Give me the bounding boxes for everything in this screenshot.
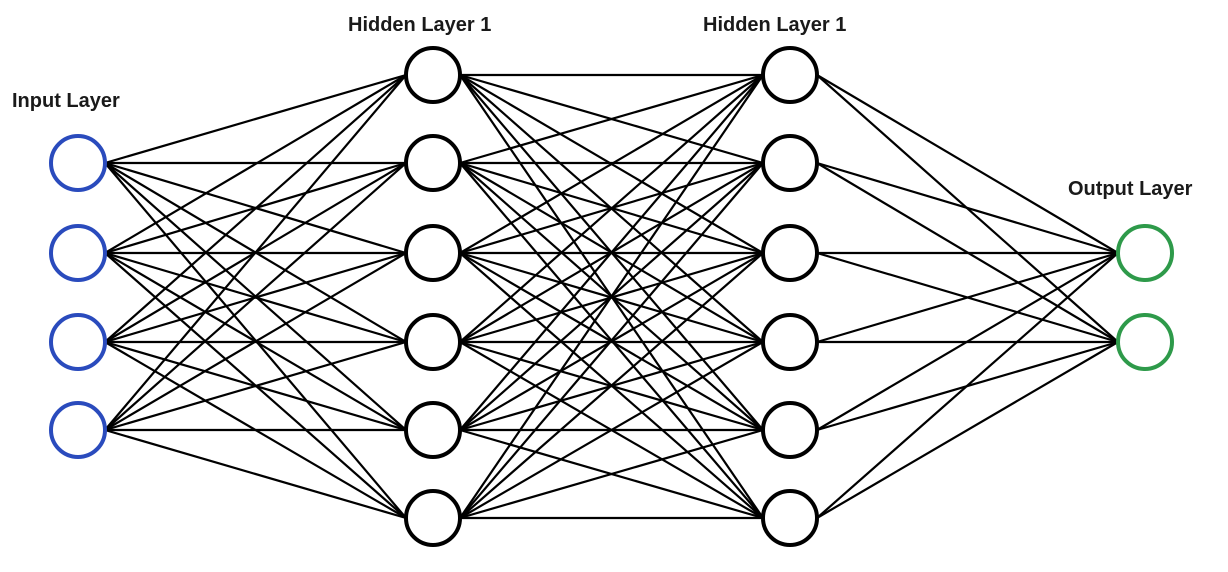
nodes-group [49, 46, 1174, 547]
connection-hidden2-5-to-output-1 [816, 252, 1119, 431]
hidden2-node-3 [761, 224, 819, 282]
connection-hidden2-2-to-output-1 [816, 161, 1119, 255]
hidden1-node-1 [404, 46, 462, 104]
hidden-layer-2-label: Hidden Layer 1 [703, 14, 847, 36]
connection-hidden2-6-to-output-1 [816, 252, 1119, 519]
output-node-2 [1116, 313, 1174, 371]
input-layer-label: Input Layer [12, 90, 120, 112]
output-layer-label: Output Layer [1068, 178, 1193, 200]
input-node-2 [49, 224, 107, 282]
hidden1-node-6 [404, 489, 462, 547]
hidden1-node-3 [404, 224, 462, 282]
connection-hidden1-6-to-hidden2-4 [459, 341, 764, 519]
input-node-4 [49, 401, 107, 459]
output-node-1 [1116, 224, 1174, 282]
connection-input-4-to-hidden1-3 [104, 252, 407, 431]
connection-hidden2-6-to-output-2 [816, 341, 1119, 519]
connections-group [104, 73, 1119, 520]
connection-input-3-to-hidden1-1 [104, 74, 407, 343]
connection-hidden1-2-to-hidden2-1 [459, 73, 764, 165]
hidden2-node-4 [761, 313, 819, 371]
hidden1-node-5 [404, 401, 462, 459]
connection-input-1-to-hidden1-1 [104, 73, 407, 165]
hidden1-node-4 [404, 313, 462, 371]
connection-hidden1-6-to-hidden2-2 [459, 162, 764, 519]
connection-hidden1-4-to-hidden2-1 [459, 74, 764, 343]
connection-input-4-to-hidden1-1 [104, 74, 407, 431]
connection-hidden1-6-to-hidden2-1 [459, 74, 764, 519]
connection-hidden1-5-to-hidden2-1 [459, 74, 764, 431]
hidden-layer-1-label: Hidden Layer 1 [348, 14, 492, 36]
connection-hidden1-6-to-hidden2-3 [459, 252, 764, 519]
hidden2-node-2 [761, 134, 819, 192]
connection-hidden1-6-to-hidden2-5 [459, 428, 764, 520]
hidden2-node-6 [761, 489, 819, 547]
input-node-1 [49, 134, 107, 192]
connection-input-2-to-hidden1-1 [104, 74, 407, 254]
input-node-3 [49, 313, 107, 371]
hidden2-node-5 [761, 401, 819, 459]
hidden2-node-1 [761, 46, 819, 104]
hidden1-node-2 [404, 134, 462, 192]
connection-hidden2-4-to-output-1 [816, 251, 1119, 344]
connection-input-4-to-hidden1-2 [104, 162, 407, 431]
connection-input-4-to-hidden1-6 [104, 428, 407, 520]
connection-hidden1-3-to-hidden2-1 [459, 74, 764, 254]
connection-input-4-to-hidden1-4 [104, 340, 407, 432]
connection-hidden2-1-to-output-1 [816, 74, 1119, 254]
